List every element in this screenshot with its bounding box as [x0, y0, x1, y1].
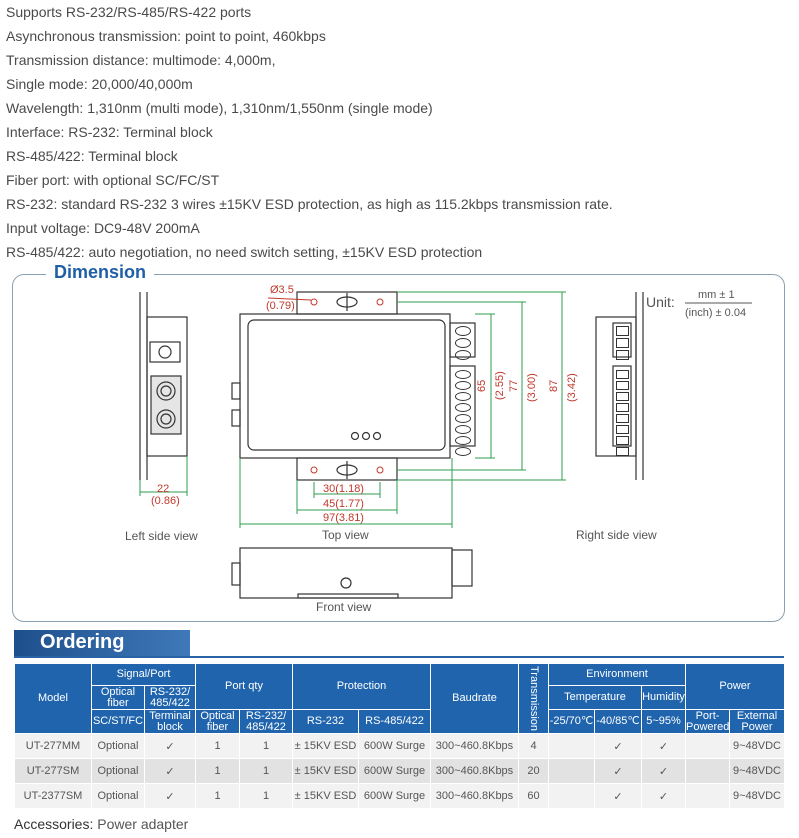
accessories-value: Power adapter [97, 816, 189, 832]
dimension-panel [12, 274, 785, 622]
terminal-pins [616, 326, 629, 360]
spec-line: Supports RS-232/RS-485/RS-422 ports [6, 4, 252, 20]
spec-line: Asynchronous transmission: point to poin… [6, 28, 326, 44]
spec-line: Transmission distance: multimode: 4,000m… [6, 52, 276, 68]
col-humidity: Humidity [641, 685, 686, 710]
left-dim-in: (0.86) [151, 495, 180, 507]
col-pq-optical: Optical fiber [195, 709, 240, 734]
spec-line: Interface: RS-232: Terminal block [6, 124, 213, 140]
height-87-in: (3.42) [566, 373, 578, 402]
col-hum: 5~95% [641, 709, 686, 734]
col-rs232-485-422: RS-232/ 485/422 [144, 685, 196, 710]
col-port-powered: Port- Powered [685, 709, 730, 734]
spec-line: RS-485/422: auto negotiation, no need sw… [6, 244, 483, 260]
unit-label: Unit: [646, 294, 675, 310]
height-87: 87 [548, 379, 560, 392]
col-power: Power [685, 663, 785, 710]
col-temp2: -40/85℃ [594, 709, 642, 734]
col-sc-st-fc: SC/ST/FC [91, 709, 145, 734]
spec-line: Wavelength: 1,310nm (multi mode), 1,310n… [6, 100, 433, 116]
col-prot-rs485: RS-485/422 [358, 709, 431, 734]
left-view-label: Left side view [125, 529, 198, 543]
ordering-table: Model Signal/Port Port qty Protection Ba… [14, 663, 785, 809]
unit-mm: mm ± 1 [698, 289, 735, 301]
ordering-title: Ordering [40, 631, 125, 653]
col-temperature: Temperature [548, 685, 642, 710]
col-optical-fiber: Optical fiber [91, 685, 145, 710]
width-30: 30(1.18) [323, 483, 364, 495]
spec-line: Fiber port: with optional SC/FC/ST [6, 172, 220, 188]
col-signal-port: Signal/Port [91, 663, 196, 686]
ordering-header: Ordering [14, 630, 784, 658]
height-77-in: (3.00) [526, 373, 538, 402]
col-temp1: -25/70℃ [548, 709, 595, 734]
dimension-title: Dimension [46, 262, 155, 283]
col-pq-rs: RS-232/ 485/422 [239, 709, 293, 734]
right-view-label: Right side view [576, 528, 657, 542]
col-baudrate: Baudrate [430, 663, 519, 734]
col-protection: Protection [292, 663, 431, 710]
terminal-pins [455, 326, 471, 360]
spec-line: RS-232: standard RS-232 3 wires ±15KV ES… [6, 196, 613, 212]
terminal-pins [616, 370, 629, 456]
top-view-body [239, 313, 451, 459]
col-environment: Environment [548, 663, 686, 686]
front-view-body [239, 547, 453, 599]
unit-inch: (inch) ± 0.04 [685, 307, 747, 319]
hole-dim-in: (0.79) [266, 300, 295, 312]
col-prot-rs232: RS-232 [292, 709, 359, 734]
col-port-qty: Port qty [195, 663, 293, 710]
top-view-label: Top view [322, 528, 369, 542]
col-model: Model [14, 663, 92, 734]
left-dim-mm: 22 [157, 483, 170, 495]
accessories-label: Accessories: [14, 816, 94, 832]
hole-dim-mm: Ø3.5 [270, 284, 294, 296]
width-97: 97(3.81) [323, 512, 364, 524]
front-view-label: Front view [316, 600, 372, 614]
height-65-in: (2.55) [494, 371, 506, 400]
spec-line: RS-485/422: Terminal block [6, 148, 178, 164]
width-45: 45(1.77) [323, 498, 364, 510]
spec-line: Input voltage: DC9-48V 200mA [6, 220, 200, 236]
height-65: 65 [476, 379, 488, 392]
col-external-power: External Power [729, 709, 785, 734]
height-77: 77 [508, 379, 520, 392]
terminal-pins [455, 370, 471, 456]
col-terminal-block: Terminal block [144, 709, 196, 734]
accessories: Accessories: Power adapter [14, 816, 188, 832]
spec-line: Single mode: 20,000/40,000m [6, 76, 193, 92]
col-transmission: Transmission [518, 663, 549, 734]
